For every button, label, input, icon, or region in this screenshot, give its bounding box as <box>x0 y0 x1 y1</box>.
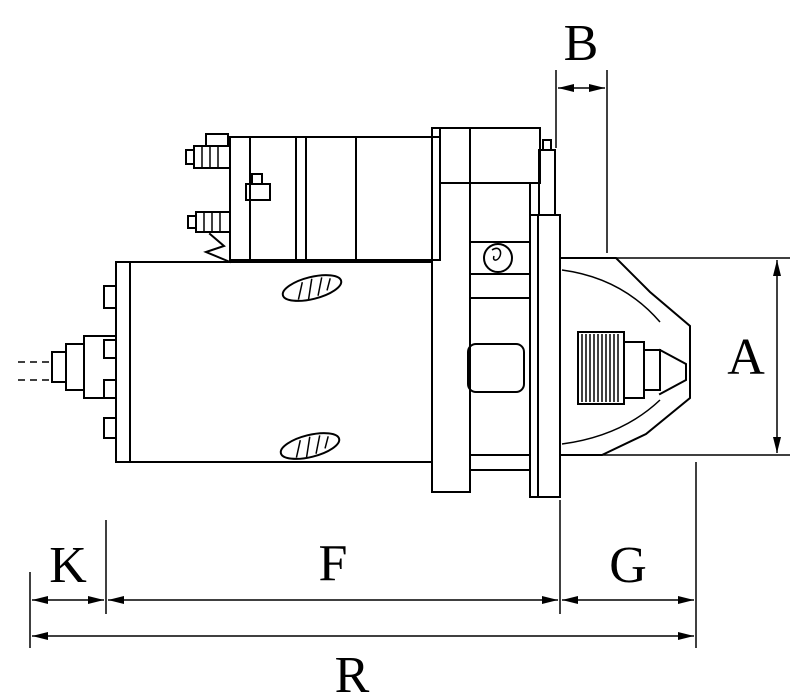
terminal-stud-middle <box>245 173 271 201</box>
rear-shaft <box>18 335 117 399</box>
body-oval-opening-bottom <box>279 432 341 460</box>
front-housing-section <box>431 127 541 493</box>
dimension-k: K <box>32 537 104 604</box>
dimension-b: B <box>555 15 608 253</box>
dim-label-a: A <box>727 329 765 386</box>
drive-end-housing <box>559 257 691 456</box>
dimension-a: A <box>602 257 790 456</box>
dimension-f: F <box>108 535 558 604</box>
bottom-extension-lines <box>29 462 697 648</box>
dimension-r: R <box>32 632 694 700</box>
motor-main-body <box>103 261 433 463</box>
screw-head-detail <box>483 243 513 273</box>
drive-shaft-splines <box>577 331 687 405</box>
mounting-flange <box>529 139 561 498</box>
body-oval-opening-top <box>281 274 343 302</box>
terminal-stud-lower <box>187 211 231 233</box>
dim-label-b: B <box>564 15 599 72</box>
solenoid <box>229 136 441 261</box>
mounting-strap <box>203 232 232 264</box>
dim-label-r: R <box>335 647 370 700</box>
dimension-g: G <box>562 537 694 604</box>
dim-label-f: F <box>319 535 348 592</box>
dim-label-k: K <box>49 537 87 594</box>
dim-label-g: G <box>609 537 647 594</box>
terminal-stud-top <box>185 133 231 169</box>
